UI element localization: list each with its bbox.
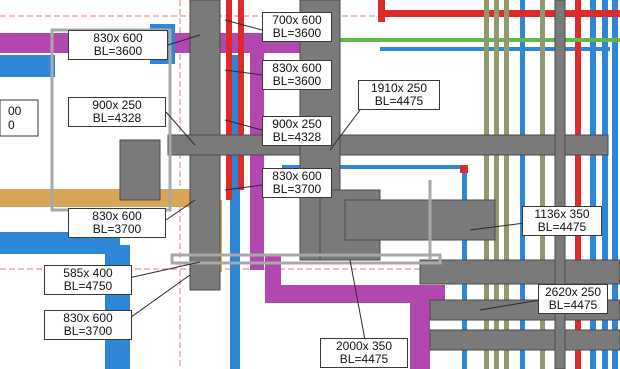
duct-outline-bottom: [170, 253, 442, 265]
duct-tag-size: 900x 250: [92, 98, 142, 112]
duct-lower-right: [419, 259, 620, 285]
duct-tag-bottom-level: BL=4475: [537, 220, 587, 234]
duct-tag-t5: 900x 250 BL=4328: [68, 97, 166, 127]
duct-tag-bottom-level: BL=3600: [272, 26, 322, 40]
duct-tag-t12: 830x 600 BL=3700: [44, 310, 132, 340]
olive-riser-1: [484, 0, 489, 369]
red-pipe-top-elbow: [378, 0, 385, 22]
olive-risers: [484, 0, 545, 369]
blue-riser-3: [612, 0, 618, 369]
duct-horizontal-right: [344, 199, 496, 241]
duct-tag-bottom-level: BL=3600: [93, 44, 143, 58]
duct-horizontal-main: [167, 134, 609, 156]
duct-tag-size: 700x 600: [272, 13, 322, 27]
red-pipe-top: [380, 10, 620, 17]
duct-tag-t11: 2620x 250 BL=4475: [538, 284, 608, 314]
blue-pipe-vertical: [230, 55, 240, 369]
duct-tag-t6: 900x 250 BL=4328: [262, 116, 332, 146]
olive-riser-3: [504, 0, 509, 369]
blue-pipe-drop: [105, 245, 130, 369]
duct-tag-t10: 585x 400 BL=4750: [44, 265, 132, 295]
duct-riser-right: [554, 0, 566, 369]
duct-tag-size: 2620x 250: [544, 285, 602, 299]
edge-tag-line-2: 0: [8, 118, 15, 132]
red-pipe-vertical-a: [226, 0, 232, 200]
blue-pipe-upper-left: [0, 55, 55, 77]
red-riser: [575, 0, 581, 369]
blue-riser-2: [602, 0, 608, 369]
duct-tag-bottom-level: BL=4750: [63, 279, 113, 293]
edge-tag-box: [0, 99, 39, 137]
olive-riser-4: [540, 0, 545, 369]
duct-tag-bottom-level: BL=4328: [272, 130, 322, 144]
red-pipe-vertical-b: [238, 0, 244, 190]
duct-tag-size: 585x 400: [63, 266, 113, 280]
blue-riser-4: [520, 0, 525, 369]
duct-left-stub: [119, 139, 161, 201]
edge-tag-line-1: 00: [8, 104, 22, 118]
tan-pipe-horizontal: [0, 189, 215, 207]
duct-tag-size: 830x 600: [63, 311, 113, 325]
duct-tag-size: 830x 600: [92, 209, 142, 223]
duct-tag-size: 2000x 350: [335, 339, 393, 353]
blue-pipe-thin-link: [282, 165, 467, 169]
duct-tag-t7: 830x 600 BL=3700: [262, 168, 332, 198]
duct-tag-t1: 830x 600 BL=3600: [68, 30, 168, 60]
duct-tag-bottom-level: BL=3700: [63, 324, 113, 338]
duct-tag-bottom-level: BL=3700: [92, 222, 142, 236]
red-pipe-cap: [460, 165, 468, 173]
duct-tag-t8: 830x 600 BL=3700: [68, 208, 166, 238]
duct-tag-bottom-level: BL=4475: [339, 352, 389, 366]
purple-pipe-lower-drop: [410, 300, 430, 369]
duct-tag-bottom-level: BL=4328: [92, 111, 142, 125]
green-pipe: [280, 38, 620, 42]
blue-riser-1: [590, 0, 596, 369]
duct-tag-bottom-level: BL=4475: [374, 94, 424, 108]
duct-tag-size: 1136x 350: [534, 207, 590, 221]
duct-tag-size: 830x 600: [93, 31, 143, 45]
duct-tag-bottom-level: BL=3700: [272, 182, 322, 196]
duct-tag-t4: 1910x 250 BL=4475: [358, 80, 440, 110]
duct-tag-bottom-level: BL=4475: [548, 298, 598, 312]
duct-tag-t2: 700x 600 BL=3600: [262, 12, 332, 42]
duct-tag-size: 830x 600: [272, 169, 322, 183]
duct-tag-size: 830x 600: [272, 61, 322, 75]
blue-risers: [520, 0, 618, 369]
duct-tag-t3: 830x 600 BL=3600: [262, 60, 332, 90]
duct-lower-right-3: [429, 329, 620, 351]
duct-tag-bottom-level: BL=3600: [272, 74, 322, 88]
purple-pipe-lower: [265, 285, 445, 303]
red-pipes: [226, 0, 620, 369]
duct-tag-t9: 1136x 350 BL=4475: [522, 206, 602, 236]
duct-tag-t13: 2000x 350 BL=4475: [320, 338, 408, 368]
duct-tag-size: 900x 250: [272, 117, 322, 131]
duct-tag-size: 1910x 250: [370, 81, 428, 95]
olive-riser-2: [494, 0, 499, 369]
